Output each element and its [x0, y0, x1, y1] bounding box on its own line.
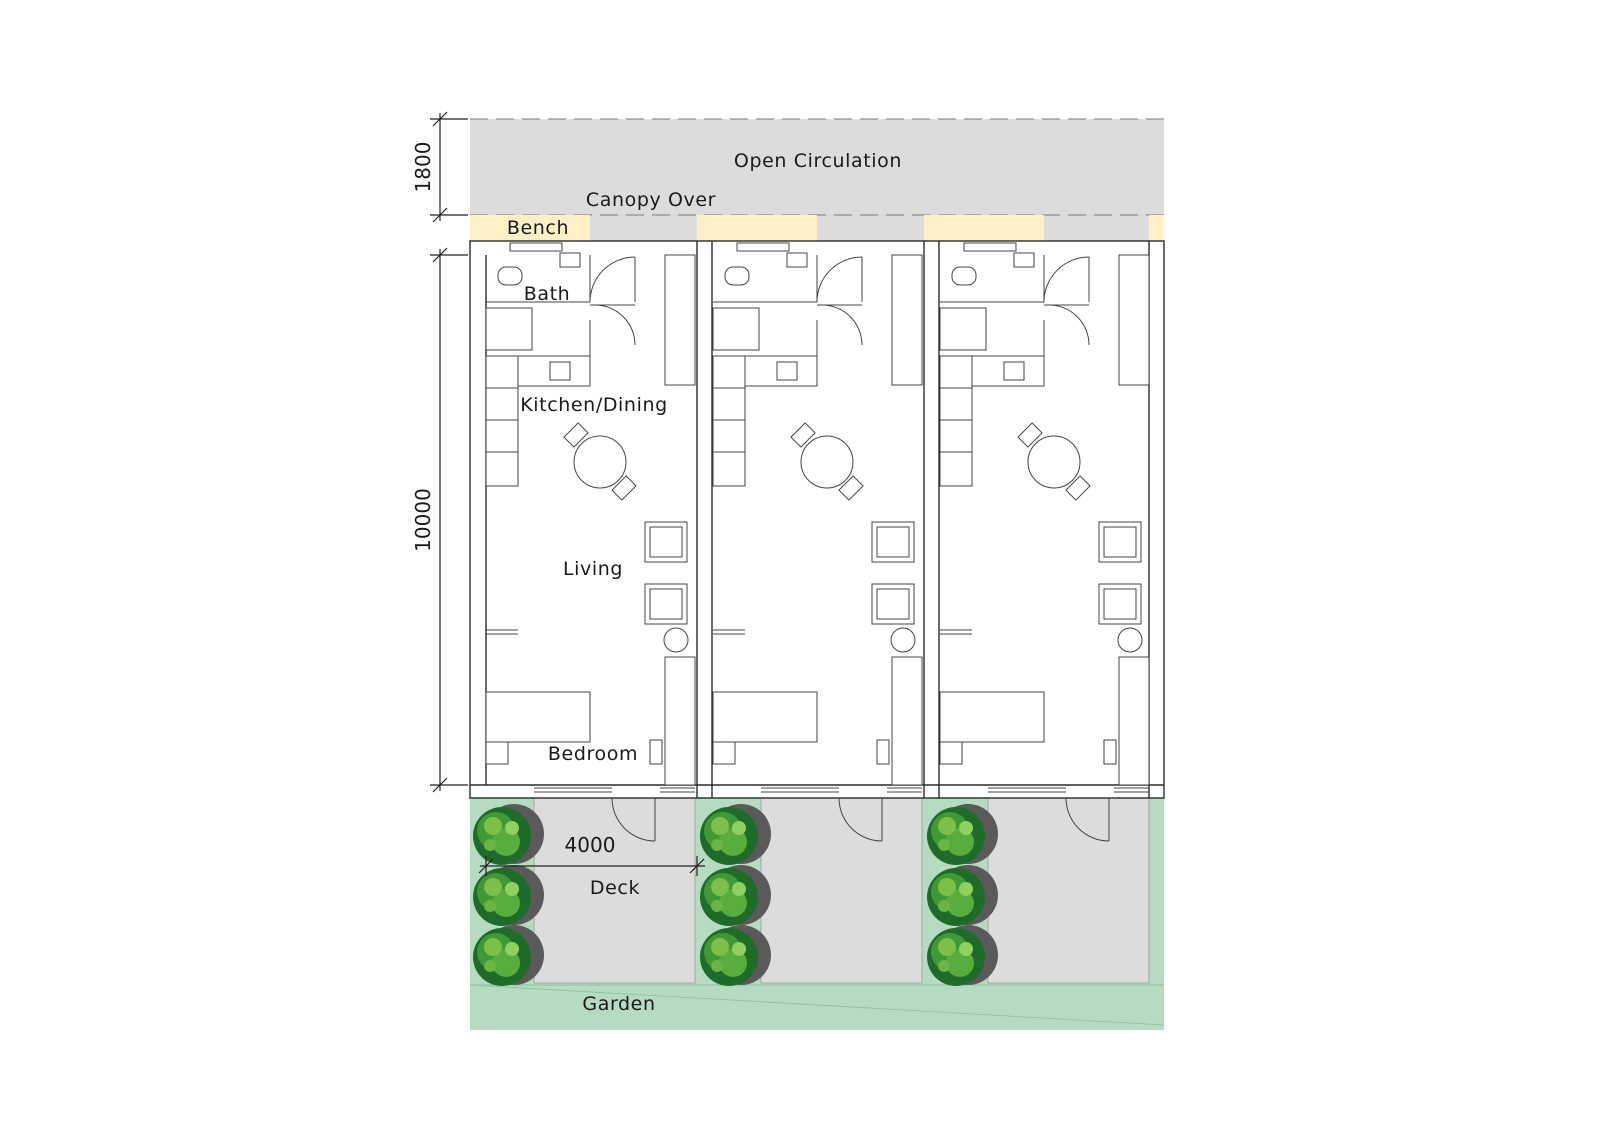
label-canopy-over: Canopy Over — [586, 189, 716, 211]
dimension-4000-label: 4000 — [565, 833, 616, 857]
label-bedroom: Bedroom — [548, 743, 638, 765]
dimension-circulation — [430, 111, 468, 223]
dimension-10000-label: 10000 — [411, 488, 435, 552]
label-open-circulation: Open Circulation — [734, 150, 902, 172]
label-bench: Bench — [507, 217, 569, 239]
benches — [470, 215, 1164, 241]
dimension-unit-depth — [430, 247, 468, 793]
label-bath: Bath — [524, 283, 571, 305]
label-kitchen-dining: Kitchen/Dining — [520, 394, 668, 416]
label-living: Living — [563, 558, 623, 580]
dimension-unit-width — [478, 856, 705, 876]
dimension-1800-label: 1800 — [411, 142, 435, 193]
label-garden: Garden — [582, 993, 655, 1015]
label-deck: Deck — [590, 877, 640, 899]
